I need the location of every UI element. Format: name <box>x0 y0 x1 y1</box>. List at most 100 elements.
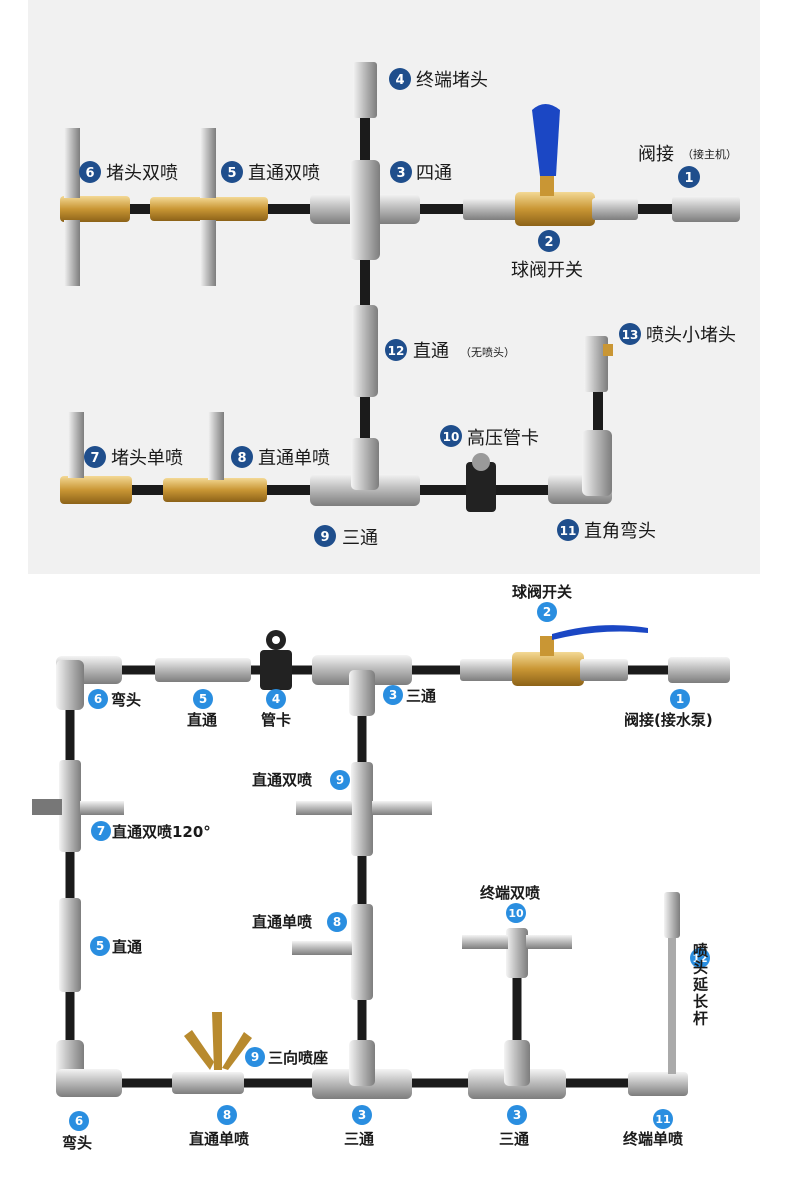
bottom-label-3-right: 3 三通 <box>499 1105 529 1148</box>
bottom-middle-column-fittings <box>292 762 432 1099</box>
tee-bottom-right-up <box>504 1040 530 1086</box>
bottom-label-9-mid: 直通双喷 9 <box>252 770 350 790</box>
number-badge <box>619 323 641 345</box>
elbow-bottom-left-h <box>56 1069 122 1097</box>
extension-to-plug <box>584 336 608 392</box>
label-text: 直通双喷120° <box>112 823 211 841</box>
number-badge <box>390 161 412 183</box>
badge-number: 1 <box>684 171 693 186</box>
label-text: 直通单喷 <box>252 913 312 931</box>
badge-number: 9 <box>251 1050 259 1064</box>
number-badge <box>678 166 700 188</box>
nozzle-down-1 <box>64 220 80 286</box>
nozzle-extension-rod <box>668 934 676 1074</box>
bottom-label-10: 终端双喷 10 <box>480 884 540 923</box>
number-badge <box>690 948 710 968</box>
bottom-left-column-fittings <box>32 760 124 1097</box>
top-label-10: 10 高压管卡 <box>440 425 539 449</box>
number-badge <box>84 446 106 468</box>
straight-double-spray <box>351 762 373 856</box>
straight-single-spray-mid <box>351 904 373 1000</box>
main-connector <box>672 196 740 222</box>
top-label-2: 2 球阀开关 <box>511 230 583 281</box>
ball-valve-stem <box>540 636 554 656</box>
badge-number: 12 <box>388 344 405 358</box>
number-badge <box>221 161 243 183</box>
badge-number: 11 <box>560 524 577 538</box>
badge-number: 6 <box>85 166 94 181</box>
label-text: 三通 <box>344 1130 374 1148</box>
label-text: 管卡 <box>261 711 291 729</box>
number-badge <box>557 519 579 541</box>
top-branch-fittings <box>60 305 613 512</box>
single-nozzle-mid <box>292 941 352 955</box>
badge-number: 6 <box>75 1114 83 1128</box>
label-text: 三通 <box>499 1130 529 1148</box>
badge-number: 2 <box>544 235 553 250</box>
badge-number: 3 <box>513 1108 521 1122</box>
valve-adapter-left <box>460 659 518 681</box>
label-text: 堵头双喷 <box>106 163 178 184</box>
badge-number: 7 <box>90 451 99 466</box>
end-double-nozzle-right <box>526 935 572 949</box>
badge-number: 5 <box>199 692 207 706</box>
elbow-top-left-v <box>56 660 84 710</box>
number-badge <box>266 689 286 709</box>
bottom-label-2: 球阀开关 2 <box>512 583 572 622</box>
number-badge <box>507 1105 527 1125</box>
label-text: 三通 <box>406 687 436 705</box>
bottom-panel: 1 阀接(接水泵) 球阀开关 2 3 三通 4 管卡 5 直通 6 弯头 <box>32 583 730 1152</box>
top-label-5: 5 直通双喷 <box>221 161 320 184</box>
badge-number: 11 <box>655 1113 670 1126</box>
label-text: 球阀开关 <box>512 583 572 601</box>
top-label-1: 阀接 （接主机） 1 <box>638 144 737 188</box>
label-text: 阀接(接水泵) <box>624 711 713 729</box>
straight-single-spray-body <box>163 478 267 502</box>
bottom-label-8-bottom: 8 直通单喷 <box>189 1105 249 1148</box>
ball-valve-body <box>512 652 584 686</box>
plug-double-spray-body <box>60 196 130 222</box>
label-text: 终端单喷 <box>623 1130 683 1148</box>
label-text: 直通 <box>187 711 217 729</box>
number-badge <box>245 1047 265 1067</box>
three-way-nozzle-left <box>184 1030 214 1070</box>
label-text: 终端堵头 <box>416 70 488 91</box>
bottom-hoses <box>65 665 720 1088</box>
valve-adapter-right <box>592 198 638 220</box>
pipe-clamp-hole <box>272 636 280 644</box>
nozzle-down-2 <box>200 220 216 286</box>
elbow-vertical <box>582 430 612 496</box>
label-text: 直通 <box>413 341 449 362</box>
badge-number: 3 <box>358 1108 366 1122</box>
number-badge <box>79 161 101 183</box>
label-text: 直通单喷 <box>189 1130 249 1148</box>
straight-no-nozzle <box>352 305 378 397</box>
ball-valve-handle <box>532 104 560 176</box>
number-badge <box>91 821 111 841</box>
label-text: 高压管卡 <box>467 428 539 449</box>
bottom-label-3-mid: 3 三通 <box>344 1105 374 1148</box>
single-nozzle-1 <box>68 412 84 478</box>
top-label-4: 4 终端堵头 <box>389 68 488 91</box>
label-text: 直通 <box>112 938 142 956</box>
top-label-13: 13 喷头小堵头 <box>619 323 736 346</box>
label-text-vertical: 喷头延长杆 <box>691 943 709 1028</box>
label-text: 三向喷座 <box>268 1049 328 1067</box>
bottom-label-9-three-way: 9 三向喷座 <box>245 1047 328 1067</box>
badge-number: 3 <box>389 688 397 702</box>
label-text: 弯头 <box>111 691 141 709</box>
clamp-bolt <box>472 453 490 471</box>
top-main-fittings <box>60 62 740 286</box>
number-badge <box>440 425 462 447</box>
nozzle-up-1 <box>64 128 80 198</box>
label-text: 弯头 <box>62 1134 92 1152</box>
straight-double-spray-120 <box>59 760 81 852</box>
badge-number: 7 <box>97 824 105 838</box>
straight-single-spray-bottom <box>172 1072 244 1094</box>
bottom-label-5-left: 5 直通 <box>90 936 142 956</box>
small-nozzle-plug <box>603 344 613 356</box>
single-nozzle-2 <box>208 412 224 480</box>
label-text: 三通 <box>342 528 378 549</box>
tee-bottom-mid-up <box>349 1040 375 1086</box>
badge-number: 9 <box>320 530 329 545</box>
